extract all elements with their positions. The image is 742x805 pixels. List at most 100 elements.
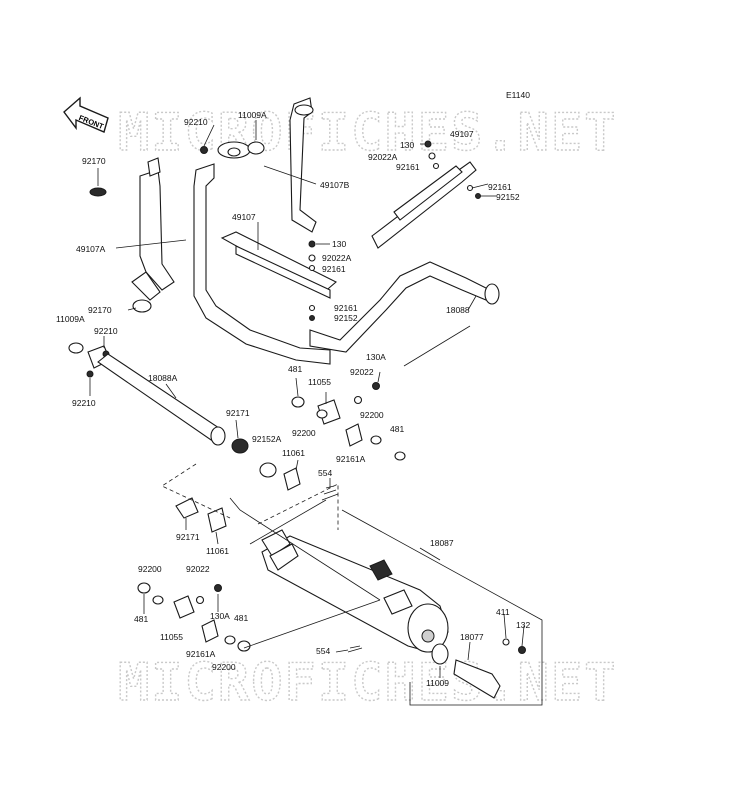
leader-132 <box>521 625 525 647</box>
leader-481-a <box>295 377 299 397</box>
bolt-130A-b <box>214 584 222 592</box>
holder-11055-lower <box>173 595 195 619</box>
bolt-130A-a <box>372 382 380 390</box>
label-18077: 18077 <box>460 632 484 642</box>
label-411: 411 <box>496 607 510 617</box>
washer-481-a <box>291 396 305 408</box>
label-11009A-top: 11009A <box>238 110 267 120</box>
spring-554-lower <box>347 645 363 653</box>
label-92022-b: 92022 <box>186 564 210 574</box>
muffler-inlet-2 <box>269 543 299 571</box>
leader-130A-a <box>377 371 381 383</box>
heat-shield-49107A-top <box>147 157 161 177</box>
washer-92200-d <box>224 635 236 645</box>
label-92161-right: 92161 <box>488 182 512 192</box>
label-481-d: 481 <box>234 613 248 623</box>
label-92152A: 92152A <box>252 434 282 444</box>
diagram-code: E1140 <box>506 90 530 100</box>
nut-92210-top <box>200 146 208 154</box>
clamp-92170-top <box>89 187 107 197</box>
collar-92161-top <box>432 162 440 170</box>
washer-92022A-mid <box>308 254 316 262</box>
label-92170-mid: 92170 <box>88 305 112 315</box>
label-92210-top: 92210 <box>184 117 208 127</box>
label-92200-d: 92200 <box>212 662 236 672</box>
muffler-18087 <box>261 529 449 653</box>
label-92022-a: 92022 <box>350 367 374 377</box>
label-481-b: 481 <box>390 424 404 434</box>
label-18088: 18088 <box>446 305 470 315</box>
leader-11061-b <box>215 531 219 545</box>
collar-92161-mid2 <box>308 304 316 312</box>
label-92161-top: 92161 <box>396 162 420 172</box>
leader-49107B <box>263 165 317 185</box>
collar-92161-mid <box>308 264 316 272</box>
label-92210-left: 92210 <box>94 326 118 336</box>
pipe-18088A-end <box>210 426 226 446</box>
upper-cluster-line <box>249 499 327 545</box>
nut-92152-right <box>475 193 481 199</box>
heat-shield-49107-mid-lower <box>235 245 331 299</box>
watermark-bottom: MICROFICHES.NET <box>118 653 618 713</box>
leader-554-b <box>335 649 349 653</box>
washer-481-d <box>237 640 251 652</box>
front-arrow-icon: FRONT <box>63 96 109 133</box>
heat-shield-49107B-end <box>294 104 314 116</box>
leader-18087 <box>419 547 441 561</box>
muffler-outlet <box>421 629 435 643</box>
washer-411 <box>502 638 510 646</box>
label-11061-b: 11061 <box>206 546 229 556</box>
nut-92210-left2 <box>86 370 94 378</box>
washer-92200-c <box>152 595 164 605</box>
label-18088A: 18088A <box>148 373 178 383</box>
label-92200-a: 92200 <box>292 428 316 438</box>
muffler-box-line <box>229 497 381 601</box>
heat-shield-49107B <box>289 97 317 233</box>
label-481-c: 481 <box>134 614 148 624</box>
bolt-130-mid <box>308 240 316 248</box>
label-92200-c: 92200 <box>138 564 162 574</box>
label-554-a: 554 <box>318 468 332 478</box>
label-11055-b: 11055 <box>160 632 183 642</box>
leader-18077 <box>467 641 471 661</box>
muffler-bracket-box <box>341 509 543 706</box>
front-exhaust-pipe <box>193 163 331 365</box>
lower-cluster-line <box>243 599 381 649</box>
label-92171-b: 92171 <box>176 532 200 542</box>
label-11009: 11009 <box>426 678 449 688</box>
bolt-132 <box>518 646 526 654</box>
label-92152-mid: 92152 <box>334 313 358 323</box>
pipe-18088A <box>97 353 223 443</box>
spacer-92161A-lower <box>201 619 219 643</box>
heat-shield-49107-right <box>371 161 477 249</box>
heat-shield-49107-right-rib <box>393 165 463 221</box>
label-132: 132 <box>516 620 530 630</box>
washer-92022A-top <box>428 152 436 160</box>
leader-18088-long <box>403 325 471 367</box>
leader-49107A <box>115 239 187 249</box>
label-130A-a: 130A <box>366 352 386 362</box>
label-92210-left2: 92210 <box>72 398 96 408</box>
exhaust-flange-top-hole <box>227 147 241 157</box>
muffler-bracket <box>369 559 393 581</box>
clamp-92170-mid <box>132 299 152 313</box>
leader-92171-a <box>235 419 239 439</box>
washer-481-c <box>137 582 151 594</box>
leader-411 <box>503 613 507 639</box>
label-92152-right: 92152 <box>496 192 520 202</box>
leader-92161-right <box>471 183 489 189</box>
rear-pipe-18088-end <box>484 283 500 305</box>
bracket-18077 <box>453 659 501 699</box>
label-49107-mid: 49107 <box>232 212 256 222</box>
collar-92161-right <box>466 184 474 192</box>
clamp-92171-upper <box>231 438 249 454</box>
washer-92022-a <box>353 395 363 405</box>
label-92200-b: 92200 <box>360 410 384 420</box>
leader-92170-mid <box>127 307 137 311</box>
label-92161A-a: 92161A <box>336 454 366 464</box>
gasket-11009 <box>431 643 449 665</box>
label-92022A-mid: 92022A <box>322 253 352 263</box>
label-92022A-top: 92022A <box>368 152 398 162</box>
clamp-92171-lower <box>175 497 199 519</box>
